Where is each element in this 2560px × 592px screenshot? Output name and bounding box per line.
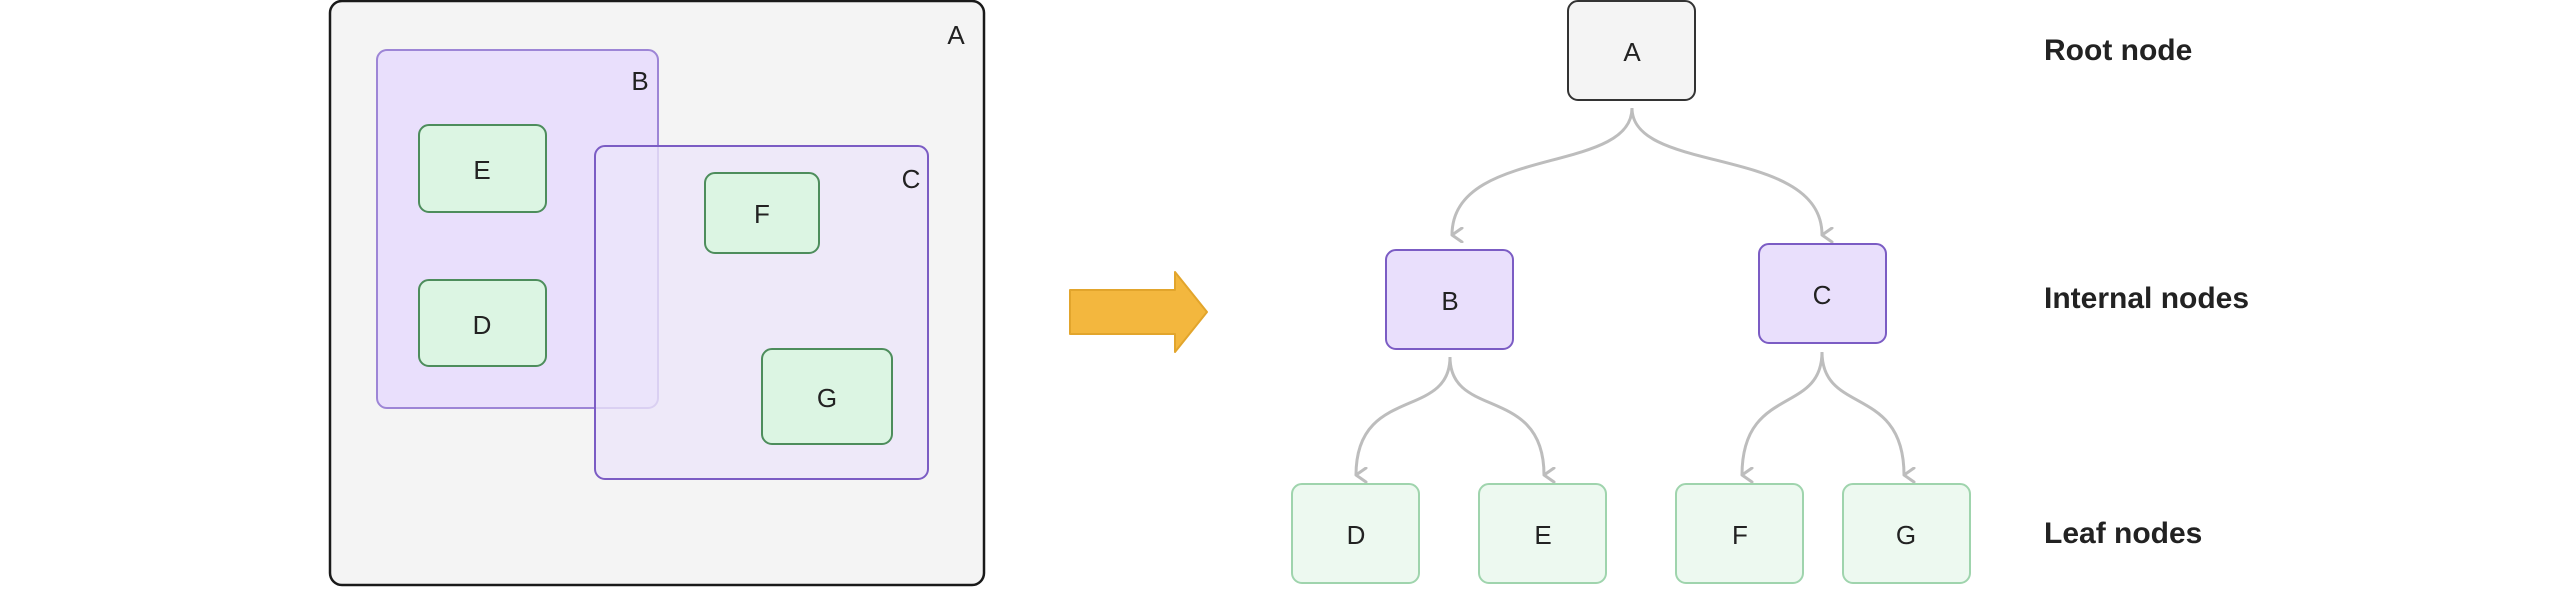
tree-node-c xyxy=(1758,243,1887,344)
venn-leaf-g xyxy=(761,348,893,445)
tree-node-f-label: F xyxy=(1732,520,1748,550)
tree-node-b xyxy=(1385,249,1514,350)
tree-node-c-label: C xyxy=(1813,280,1832,310)
tree-node-a-label: A xyxy=(1623,37,1641,67)
edge-c-f xyxy=(1742,351,1824,475)
venn-label-b: B xyxy=(631,66,648,96)
tree-node-g xyxy=(1842,483,1971,584)
venn-leaf-f-label: F xyxy=(754,199,770,229)
venn-leaf-d xyxy=(418,279,547,367)
tree-node-d-label: D xyxy=(1347,520,1366,550)
tree-node-g-label: G xyxy=(1896,520,1916,550)
tree-node-e-label: E xyxy=(1534,520,1551,550)
venn-leaf-e xyxy=(418,124,547,213)
edge-b-e xyxy=(1448,356,1544,475)
venn-label-a: A xyxy=(947,20,965,50)
venn-leaf-f xyxy=(704,172,820,254)
containment-diagram: A B E D C F G xyxy=(328,0,986,587)
transform-arrow xyxy=(1069,271,1208,353)
tree-nodes: A B C D E F G xyxy=(1291,0,1971,584)
edge-a-b xyxy=(1452,107,1634,235)
level-labels: Root node Internal nodes Leaf nodes xyxy=(2044,34,2249,550)
tree-edges xyxy=(1356,107,1904,475)
level-label-leaf: Leaf nodes xyxy=(2044,517,2202,550)
tree-node-e xyxy=(1478,483,1607,584)
tree-node-a xyxy=(1567,0,1696,101)
edge-b-d xyxy=(1356,356,1452,475)
tree-node-d xyxy=(1291,483,1420,584)
edge-c-g xyxy=(1820,351,1904,475)
venn-leaf-g-label: G xyxy=(817,383,837,413)
venn-leaf-d-label: D xyxy=(473,310,492,340)
venn-label-c: C xyxy=(902,164,921,194)
tree-node-f xyxy=(1675,483,1804,584)
level-label-root: Root node xyxy=(2044,34,2192,67)
tree-node-b-label: B xyxy=(1441,286,1458,316)
edge-a-c xyxy=(1630,107,1822,235)
level-label-internal: Internal nodes xyxy=(2044,282,2249,315)
venn-leaf-e-label: E xyxy=(473,155,490,185)
